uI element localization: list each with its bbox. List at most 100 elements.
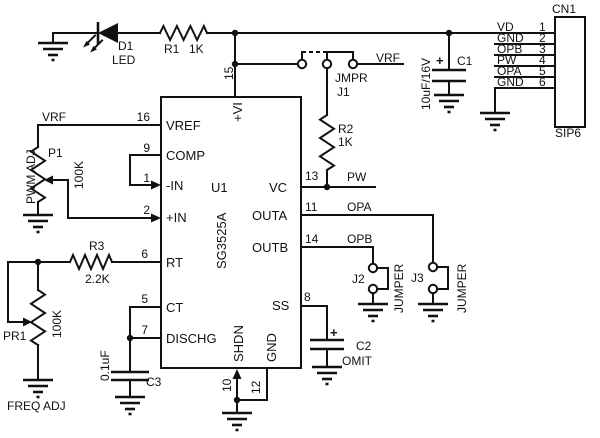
u1-pin-vc: VC xyxy=(269,180,287,195)
pin9-number: 9 xyxy=(143,141,150,155)
led-diode-icon xyxy=(98,23,118,43)
u1-pin-vi: +VI xyxy=(230,102,245,122)
pot-p1-branch: VRF P1 100K PWM ADJ xyxy=(21,110,162,234)
d1-ref-label: D1 xyxy=(118,39,134,53)
pot-zigzag-icon xyxy=(29,145,47,204)
cap-c2-branch: + C2 OMIT xyxy=(300,305,373,386)
d1-value-label: LED xyxy=(112,53,136,67)
ground-symbol xyxy=(310,365,344,386)
cn1-net-pw: PW xyxy=(497,53,517,67)
c2-value-label: OMIT xyxy=(342,354,373,368)
c3-value-label: 0.1uF xyxy=(98,350,112,381)
pin16-number: 16 xyxy=(137,110,151,124)
p1-adj-label: PWM ADJ xyxy=(24,149,38,204)
u1-pin-shdn: SHDN xyxy=(231,325,246,362)
r3-value-label: 2.2K xyxy=(85,272,110,286)
ground-symbol xyxy=(113,395,147,416)
led-emission-arrows-icon xyxy=(83,34,104,53)
cn1-pin-3: 3 xyxy=(539,42,546,56)
cn1-net-gnd: GND xyxy=(497,31,524,45)
j3-pin1-circle xyxy=(427,261,439,273)
shdn-gnd-branch xyxy=(220,367,268,432)
resistor-r2: R2 1K xyxy=(318,67,354,188)
j1-pin2-circle xyxy=(321,58,333,70)
j1-jmpr-label: JMPR xyxy=(335,71,368,85)
j3-pin2-circle xyxy=(427,283,439,295)
led-branch: D1 LED xyxy=(36,22,161,67)
c1-ref-label: C1 xyxy=(457,54,473,68)
cn1-pin-2: 2 xyxy=(539,31,546,45)
connector-cn1: CN1 SIP6 VD GND OPB PW OPA GND 1 2 3 4 5… xyxy=(478,2,586,140)
ground-symbol xyxy=(432,93,466,114)
j2-jumper-label: JUMPER xyxy=(392,263,406,313)
r3-ref-label: R3 xyxy=(89,239,105,253)
u1-pin-outa: OUTA xyxy=(252,208,287,223)
j1-pin3-circle xyxy=(347,58,359,70)
u1-pin-rt: RT xyxy=(166,255,183,270)
ground-symbol xyxy=(36,41,70,62)
pot-wiper-arrow xyxy=(44,175,53,185)
outb-j2-branch: OPB J2 JUMPER xyxy=(300,232,406,323)
r2-value-label: 1K xyxy=(338,135,353,149)
cn1-pin-1: 1 xyxy=(539,20,546,34)
pot-wiper-arrow xyxy=(23,317,32,327)
j1-pin1-circle xyxy=(296,58,308,70)
r1-value-label: 1K xyxy=(189,42,204,56)
cn1-pin-4: 4 xyxy=(539,53,546,67)
pin13-number: 13 xyxy=(305,169,319,183)
pin10-number: 10 xyxy=(220,378,234,392)
ic-u1: VREF COMP -IN +IN RT CT DISCHG VC OUTA O… xyxy=(137,96,319,394)
resistor-r1: R1 1K xyxy=(158,23,209,56)
c1-value-label: 10uF/16V xyxy=(419,58,433,110)
ground-symbol xyxy=(220,411,254,432)
pin5-number: 5 xyxy=(141,292,148,306)
u1-pin-comp: COMP xyxy=(166,148,205,163)
cn1-body xyxy=(554,16,586,128)
u1-pin-ss: SS xyxy=(272,298,290,313)
cn1-net-gnd2: GND xyxy=(497,75,524,89)
comp-feedback-loop xyxy=(129,154,162,190)
cn1-pin-5: 5 xyxy=(539,64,546,78)
ground-symbol xyxy=(416,302,450,323)
signal-arrowhead xyxy=(232,369,242,379)
opa-net-label: OPA xyxy=(347,200,371,214)
vrf-net-label: VRF xyxy=(376,51,400,65)
vrf-net-left-label: VRF xyxy=(42,110,66,124)
r2-ref-label: R2 xyxy=(338,122,354,136)
pot-zigzag-icon xyxy=(29,288,47,347)
pin2-number: 2 xyxy=(143,203,150,217)
u1-pin-dischg: DISCHG xyxy=(166,331,217,346)
signal-arrowhead xyxy=(151,213,161,223)
u1-pin-ct: CT xyxy=(166,300,183,315)
j1-ref-label: J1 xyxy=(337,85,350,99)
u1-pin-gnd: GND xyxy=(264,333,279,362)
pin8-number: 8 xyxy=(304,290,311,304)
pin14-number: 14 xyxy=(305,232,319,246)
pin6-number: 6 xyxy=(141,247,148,261)
u1-pin-outb: OUTB xyxy=(252,240,288,255)
pin12-number: 12 xyxy=(249,380,263,394)
c3-ref-label: C3 xyxy=(146,375,162,389)
resistor-zigzag-icon xyxy=(68,252,114,272)
c1-polarity-label: + xyxy=(436,53,444,68)
freq-adj-branch: R3 2.2K PR1 100K FREQ ADJ xyxy=(3,239,162,413)
junction-dot xyxy=(323,183,331,191)
signal-arrowhead xyxy=(151,180,161,190)
r1-ref-label: R1 xyxy=(164,42,180,56)
pr1-adj-label: FREQ ADJ xyxy=(7,399,66,413)
pin1-number: 1 xyxy=(143,171,150,185)
u1-pin-noninv: +IN xyxy=(166,210,187,225)
junction-dot xyxy=(231,29,239,37)
j2-pin1-circle xyxy=(367,262,379,274)
u1-part-label: SG3525A xyxy=(214,212,229,269)
ground-symbol xyxy=(21,213,55,234)
cap-c1: + C1 10uF/16V xyxy=(419,32,473,114)
cn1-package-label: SIP6 xyxy=(555,126,581,140)
ground-symbol xyxy=(21,378,55,399)
outa-j3-branch: OPA J3 JUMPER xyxy=(300,200,469,323)
ground-symbol xyxy=(356,302,390,323)
u1-pin-inv: -IN xyxy=(166,178,183,193)
cap-c3-branch: 0.1uF C3 xyxy=(98,306,162,416)
